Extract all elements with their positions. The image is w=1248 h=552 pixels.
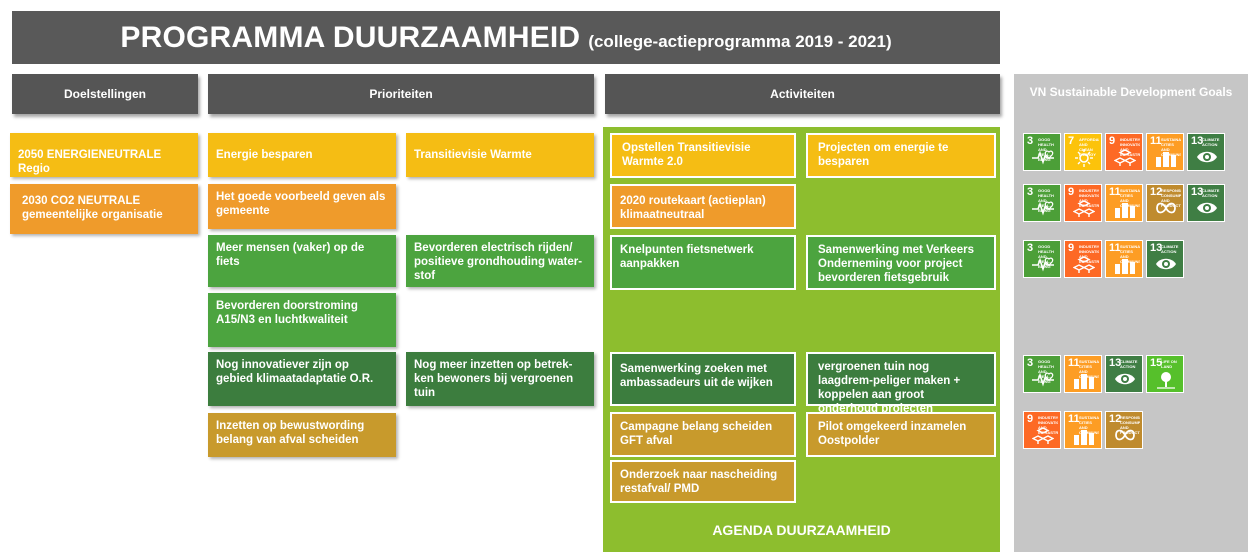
header-activiteiten: Activiteiten	[605, 74, 1000, 114]
sdg-number: 13	[1150, 242, 1163, 254]
page-title: PROGRAMMA DUURZAAMHEID	[120, 20, 581, 54]
sdg-number: 7	[1068, 135, 1075, 147]
activity-ambassadeurs: Samenwerking zoeken met ambassadeurs uit…	[610, 352, 796, 406]
sdg-7-tile: 7 AFFORDABLE AND CLEAN ENERGY	[1064, 133, 1102, 171]
header-doelstellingen: Doelstellingen	[12, 74, 198, 114]
sdg-label: RESPONSIBLE CONSUMPTION AND PRODUCTION	[1161, 188, 1181, 208]
sdg-12-tile: 12RESPONSIBLE CONSUMPTION AND PRODUCTION	[1105, 411, 1143, 449]
sdg-number: 12	[1109, 413, 1122, 425]
activity-transitievisie: Opstellen Transitievisie Warmte 2.0	[610, 133, 796, 178]
sdg-label: SUSTAINABLE CITIES AND COMMUNITIES	[1079, 359, 1099, 379]
sdg-9-tile: 9 INDUSTRY, INNOVATION AND INFRASTRUCTURE	[1023, 411, 1061, 449]
sdg-11-tile: 11SUSTAINABLE CITIES AND COMMUNITIES	[1146, 133, 1184, 171]
sdg-number: 3	[1027, 186, 1034, 198]
activity-projecten-energie: Projecten om energie te besparen	[806, 133, 996, 178]
sdg-label: LIFE ON LAND	[1161, 359, 1177, 369]
sdg-number: 9	[1027, 413, 1034, 425]
sdg-number: 15	[1150, 357, 1163, 369]
sdg-number: 11	[1109, 242, 1121, 254]
sdg-11-tile: 11SUSTAINABLE CITIES AND COMMUNITIES	[1105, 184, 1143, 222]
priority-energie-besparen: Energie besparen	[208, 133, 396, 177]
activity-pilot-oostpolder: Pilot omgekeerd inzamelen Oostpolder	[806, 412, 996, 457]
activity-campagne-gft: Campagne belang scheiden GFT afval	[610, 412, 796, 457]
sdg-label: CLIMATE ACTION	[1120, 359, 1138, 369]
sdg-number: 9	[1068, 242, 1075, 254]
sdg-label: SUSTAINABLE CITIES AND COMMUNITIES	[1079, 415, 1099, 435]
sdg-number: 3	[1027, 357, 1034, 369]
sdg-label: INDUSTRY, INNOVATION AND INFRASTRUCTURE	[1079, 188, 1099, 208]
sdg-label: CLIMATE ACTION	[1202, 137, 1220, 147]
sdg-number: 11	[1150, 135, 1162, 147]
sdg-9-tile: 9 INDUSTRY, INNOVATION AND INFRASTRUCTURE	[1105, 133, 1143, 171]
sdg-label: INDUSTRY, INNOVATION AND INFRASTRUCTURE	[1079, 244, 1099, 264]
priority-goede-voorbeeld: Het goede voorbeeld geven als gemeente	[208, 184, 396, 229]
goal-energieneutrale-regio: 2050 ENERGIENEUTRALE Regio	[10, 133, 198, 177]
sdg-panel	[1014, 110, 1248, 552]
priority-doorstroming: Bevorderen doorstroming A15/N3 en luchtk…	[208, 293, 396, 347]
title-bar: PROGRAMMA DUURZAAMHEID (college-actiepro…	[12, 11, 1000, 64]
sdg-number: 3	[1027, 242, 1034, 254]
sdg-label: CLIMATE ACTION	[1202, 188, 1220, 198]
activity-nascheiding: Onderzoek naar nascheiding restafval/ PM…	[610, 460, 796, 503]
sdg-label: SUSTAINABLE CITIES AND COMMUNITIES	[1120, 244, 1140, 264]
sdg-number: 13	[1109, 357, 1122, 369]
priority-electrisch-rijden: Bevorderen electrisch rijden/ positieve …	[406, 235, 594, 287]
sdg-number: 9	[1109, 135, 1116, 147]
sdg-label: RESPONSIBLE CONSUMPTION AND PRODUCTION	[1120, 415, 1140, 435]
priority-transitievisie-warmte: Transitievisie Warmte	[406, 133, 594, 177]
priority-bewoners-tuin: Nog meer inzetten op betrek-ken bewoners…	[406, 352, 594, 406]
sdg-label: AFFORDABLE AND CLEAN ENERGY	[1079, 137, 1099, 157]
sdg-number: 3	[1027, 135, 1034, 147]
sdg-label: CLIMATE ACTION	[1161, 244, 1179, 254]
sdg-number: 13	[1191, 135, 1204, 147]
sdg-11-tile: 11SUSTAINABLE CITIES AND COMMUNITIES	[1064, 411, 1102, 449]
sdg-number: 12	[1150, 186, 1163, 198]
sdg-11-tile: 11SUSTAINABLE CITIES AND COMMUNITIES	[1064, 355, 1102, 393]
sdg-11-tile: 11SUSTAINABLE CITIES AND COMMUNITIES	[1105, 240, 1143, 278]
sdg-number: 11	[1109, 186, 1121, 198]
activity-verkeers-onderneming: Samenwerking met Verkeers Onderneming vo…	[806, 235, 996, 290]
sdg-12-tile: 12RESPONSIBLE CONSUMPTION AND PRODUCTION	[1146, 184, 1184, 222]
page-subtitle: (college-actieprogramma 2019 - 2021)	[588, 31, 892, 51]
goal-co2-neutrale-organisatie: 2030 CO2 NEUTRALE gemeentelijke organisa…	[10, 184, 198, 234]
priority-klimaatadaptatie: Nog innovatiever zijn op gebied klimaata…	[208, 352, 396, 406]
header-sdg: VN Sustainable Development Goals	[1014, 74, 1248, 110]
sdg-label: SUSTAINABLE CITIES AND COMMUNITIES	[1120, 188, 1140, 208]
activity-fietsnetwerk: Knelpunten fietsnetwerk aanpakken	[610, 235, 796, 290]
agenda-label: AGENDA DUURZAAMHEID	[712, 522, 891, 538]
sdg-number: 9	[1068, 186, 1075, 198]
sdg-row: 9 INDUSTRY, INNOVATION AND INFRASTRUCTURE…	[1023, 411, 1143, 449]
activity-routekaart: 2020 routekaart (actieplan) klimaatneutr…	[610, 184, 796, 229]
sdg-label: INDUSTRY, INNOVATION AND INFRASTRUCTURE	[1038, 415, 1058, 435]
sdg-number: 11	[1068, 413, 1080, 425]
header-prioriteiten: Prioriteiten	[208, 74, 594, 114]
sdg-9-tile: 9 INDUSTRY, INNOVATION AND INFRASTRUCTURE	[1064, 184, 1102, 222]
sdg-number: 11	[1068, 357, 1080, 369]
activity-vergroenen-tuin: vergroenen tuin nog laagdrem-peliger mak…	[806, 352, 996, 415]
sdg-label: INDUSTRY, INNOVATION AND INFRASTRUCTURE	[1120, 137, 1140, 157]
sdg-9-tile: 9 INDUSTRY, INNOVATION AND INFRASTRUCTURE	[1064, 240, 1102, 278]
sdg-label: SUSTAINABLE CITIES AND COMMUNITIES	[1161, 137, 1181, 157]
priority-meer-fiets: Meer mensen (vaker) op de fiets	[208, 235, 396, 287]
priority-afval-scheiden: Inzetten op bewustwording belang van afv…	[208, 413, 396, 457]
sdg-number: 13	[1191, 186, 1204, 198]
